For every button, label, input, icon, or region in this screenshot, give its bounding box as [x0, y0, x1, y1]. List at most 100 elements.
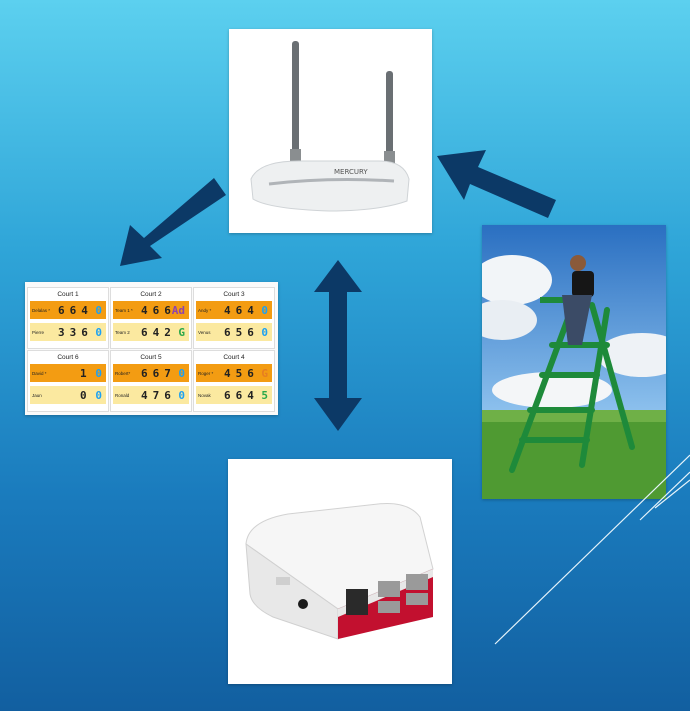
player-name: Jaun: [32, 392, 42, 398]
set-score: [69, 389, 75, 402]
game-score: 0: [95, 325, 102, 339]
set-score: 4: [247, 388, 254, 402]
set-score: 1: [80, 366, 87, 380]
set-score: [58, 367, 64, 380]
arrow-umpire-to-router: [437, 150, 556, 218]
set-score: 0: [80, 388, 87, 402]
set-score: 4: [141, 388, 148, 402]
player-name: Delalas *: [32, 307, 51, 313]
game-score: G: [261, 366, 268, 380]
set-score: 6: [81, 325, 88, 339]
umpire-chair-photo: [482, 225, 666, 499]
player-name: Robert*: [115, 370, 131, 376]
set-score: 6: [224, 388, 231, 402]
game-score: G: [178, 325, 185, 339]
player-name: Team 1 *: [115, 307, 133, 313]
set-score: 6: [235, 303, 243, 317]
game-score: 0: [95, 303, 102, 317]
set-score: 4: [81, 303, 88, 317]
set-score: 5: [235, 366, 243, 380]
set-score: 6: [58, 303, 65, 317]
set-score: [58, 389, 64, 402]
player-name: Venus: [198, 329, 211, 335]
set-score: 6: [164, 388, 171, 402]
arrow-router-to-scoreboard: [120, 178, 226, 266]
set-score: 6: [247, 325, 254, 339]
player-name: Andy *: [198, 307, 212, 313]
court-title: Court 1: [57, 291, 79, 298]
court-title: Court 6: [57, 354, 79, 361]
wifi-router-image: MERCURY: [229, 29, 432, 233]
court-title: Court 3: [223, 291, 245, 298]
set-score: 6: [235, 388, 243, 402]
game-score: 0: [261, 325, 268, 339]
set-score: [69, 367, 75, 380]
set-score: 7: [152, 388, 160, 402]
set-score: 6: [141, 366, 148, 380]
player-name: Novak: [198, 392, 211, 398]
set-score: 6: [69, 303, 77, 317]
router-brand-label: MERCURY: [334, 168, 368, 176]
set-score: 6: [247, 366, 254, 380]
player-name: Ronald: [115, 392, 130, 398]
player-name: Team 2: [115, 329, 130, 335]
game-score: 0: [261, 303, 268, 317]
game-score: 0: [95, 388, 102, 402]
set-score: 2: [164, 325, 171, 339]
set-score: 4: [224, 366, 231, 380]
set-score: 7: [164, 366, 171, 380]
court-title: Court 2: [140, 291, 162, 298]
set-scores: 0: [58, 389, 87, 402]
court-title: Court 4: [223, 354, 245, 361]
game-score: 0: [178, 366, 185, 380]
game-score: 0: [178, 388, 185, 402]
set-score: 6: [152, 366, 160, 380]
set-score: 5: [235, 325, 243, 339]
set-scores: 1: [58, 367, 87, 380]
set-score: 4: [141, 303, 148, 317]
player-name: Roger *: [198, 370, 214, 376]
player-name: David *: [32, 370, 47, 376]
game-score: Ad: [171, 303, 185, 317]
set-score: 6: [152, 303, 160, 317]
set-score: 4: [152, 325, 160, 339]
set-score: 4: [247, 303, 254, 317]
player-name: Pierre: [32, 329, 45, 335]
set-score: 6: [164, 303, 171, 317]
game-score: 5: [261, 388, 268, 402]
arrow-router-pi-bidirectional: [314, 260, 362, 431]
game-score: 0: [95, 366, 102, 380]
set-score: 3: [58, 325, 65, 339]
set-score: 4: [224, 303, 231, 317]
set-score: 6: [141, 325, 148, 339]
set-score: 3: [69, 325, 77, 339]
